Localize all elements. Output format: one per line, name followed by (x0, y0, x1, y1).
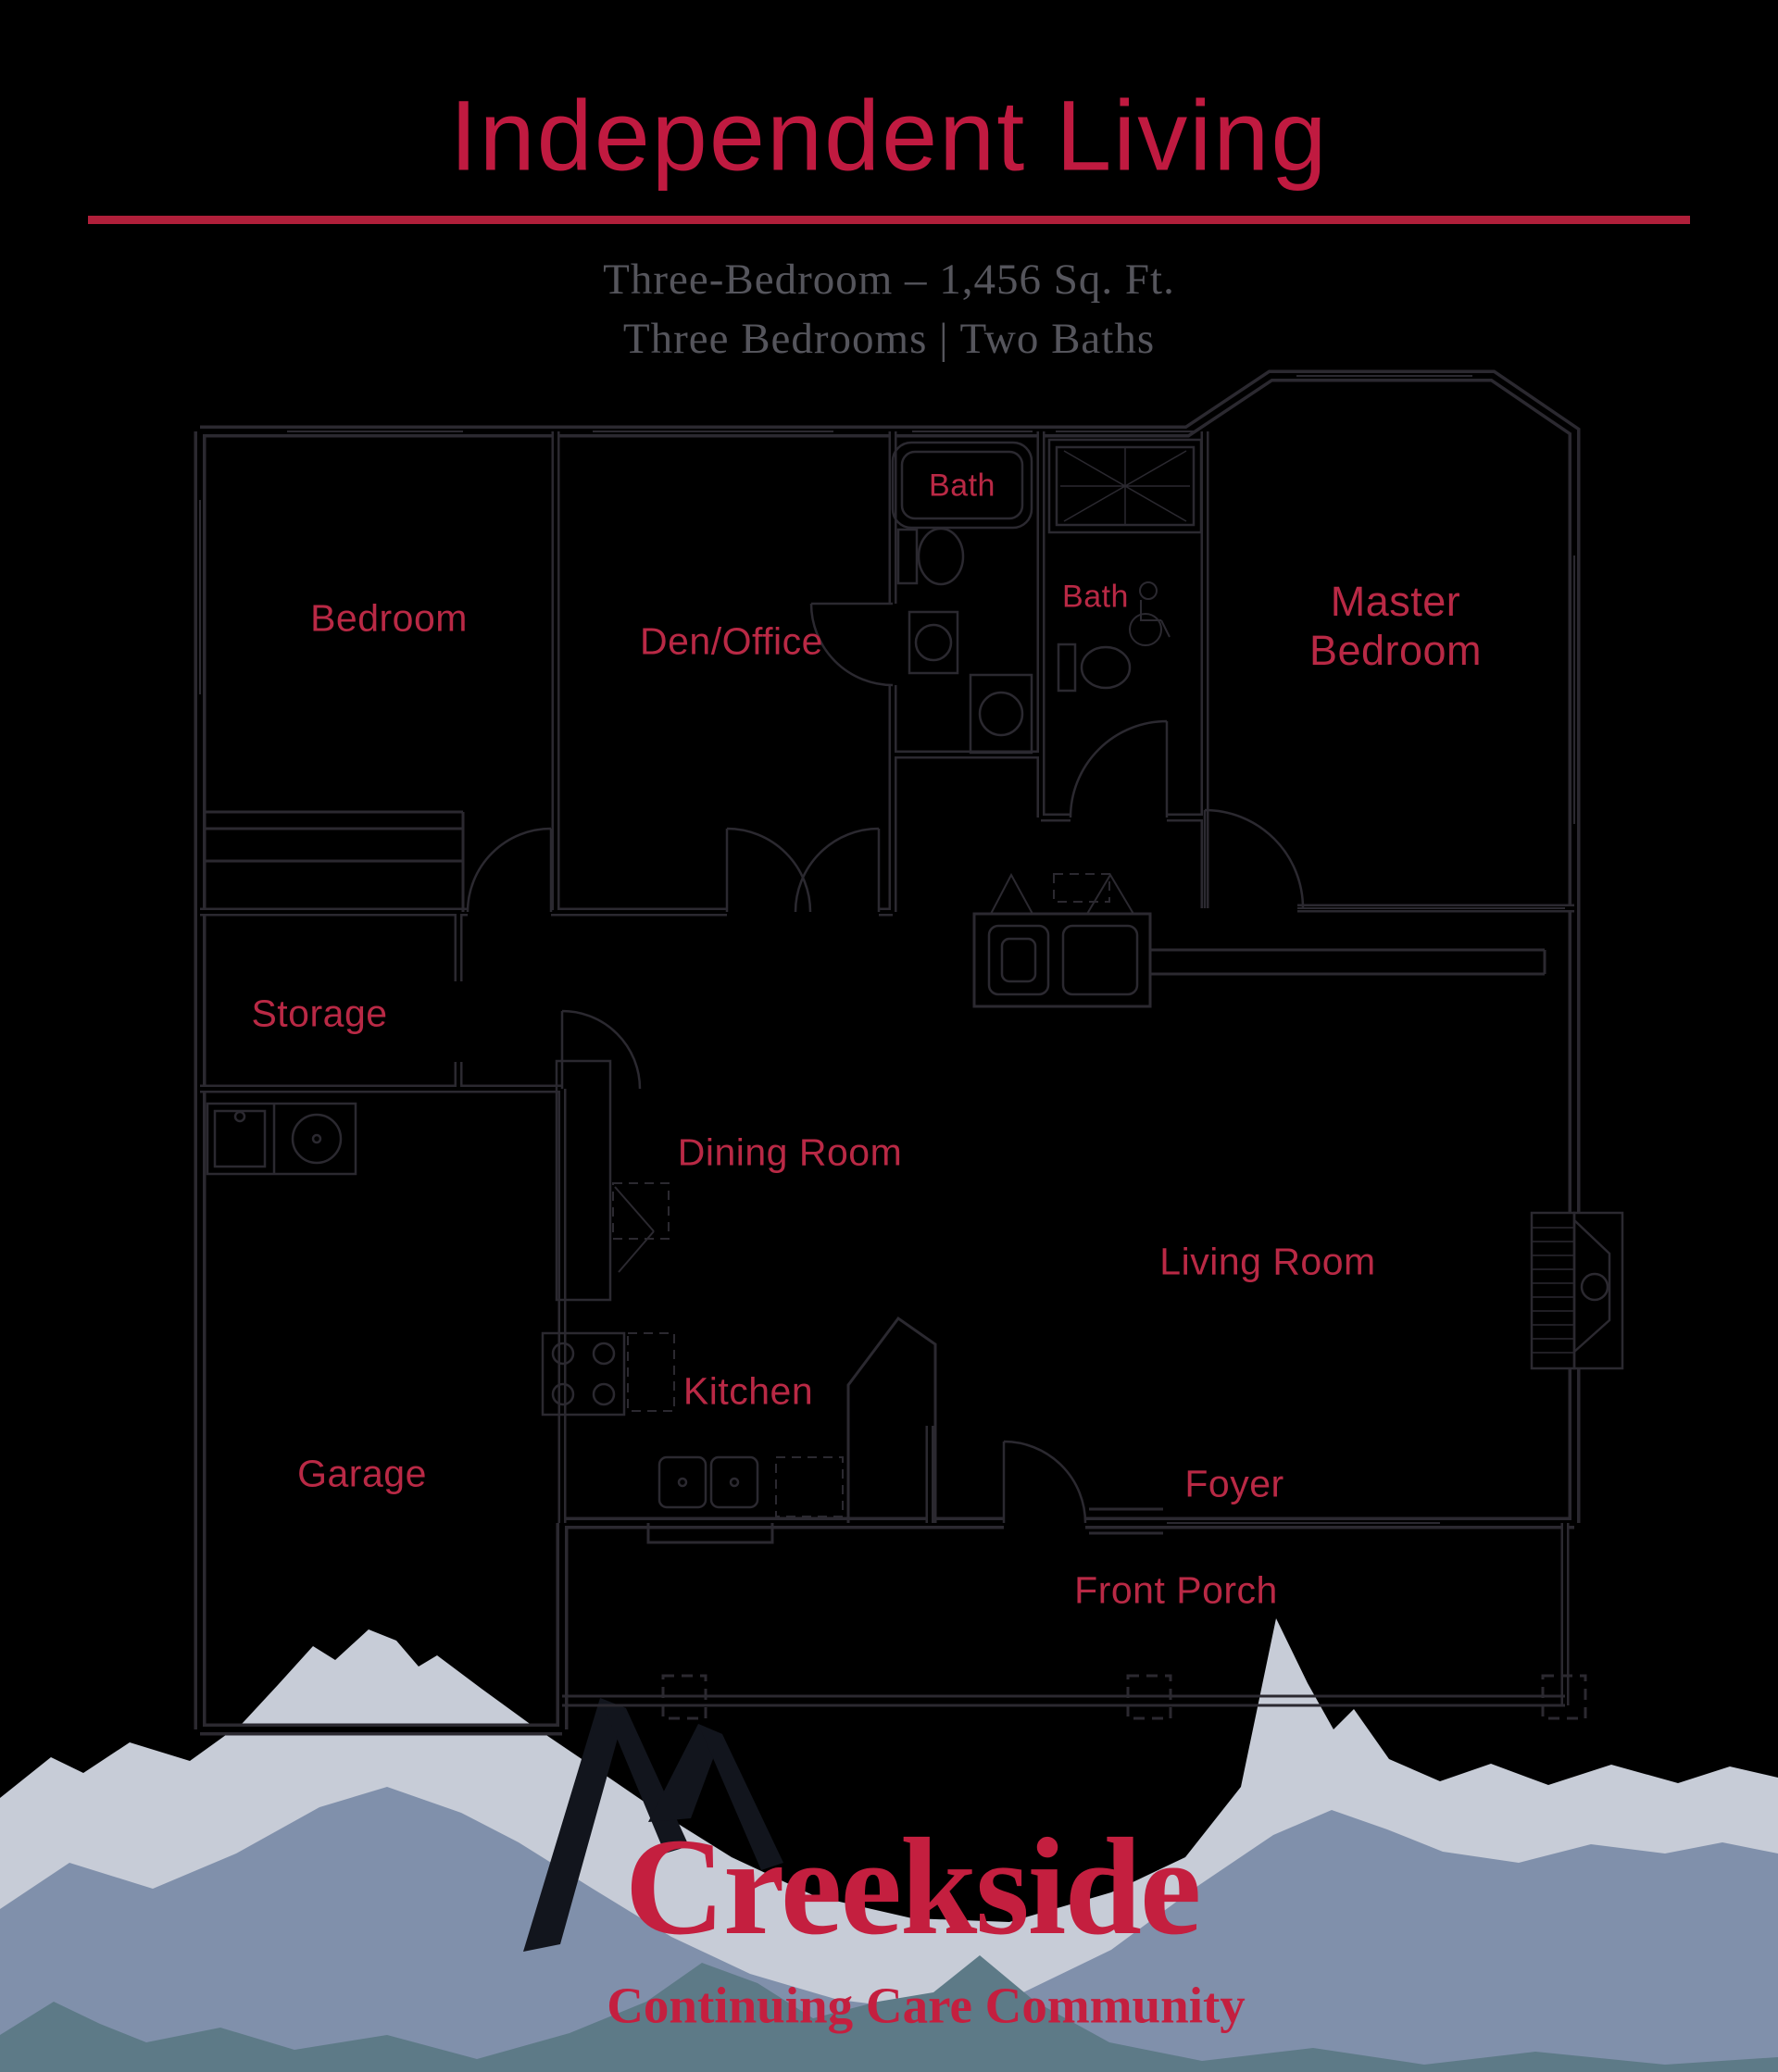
shower (1047, 438, 1203, 534)
room-label-hall-bath: Bath (929, 468, 995, 504)
title-divider (88, 216, 1690, 224)
master-label-line1: Master (1330, 577, 1461, 625)
refrigerator (627, 1332, 675, 1412)
room-label-garage: Garage (297, 1452, 427, 1495)
logo-mountain-icon (523, 1698, 783, 1952)
wheelchair-accessible-icon (1129, 581, 1171, 646)
page-title: Independent Living (449, 79, 1329, 192)
room-label-front-porch: Front Porch (1074, 1568, 1278, 1612)
master-label-line2: Bedroom (1308, 627, 1483, 674)
beds-baths-subtitle: Three Bedrooms | Two Baths (622, 315, 1156, 363)
laundry-sink (206, 1102, 357, 1176)
room-label-dining-room: Dining Room (677, 1130, 903, 1174)
room-label-living-room: Living Room (1159, 1240, 1376, 1283)
room-label-foyer: Foyer (1184, 1462, 1284, 1505)
room-label-storage: Storage (251, 992, 388, 1035)
kitchen-sink (657, 1455, 759, 1509)
plan-size-subtitle: Three-Bedroom – 1,456 Sq. Ft. (603, 256, 1175, 304)
hall-closet-builtins (972, 872, 1152, 1008)
brand-name: Creekside (624, 1810, 1202, 1964)
room-label-den-office: Den/Office (640, 619, 823, 663)
room-label-kitchen: Kitchen (682, 1369, 814, 1413)
room-label-master-bath: Bath (1062, 579, 1129, 615)
brand-tagline: Continuing Care Community (607, 1977, 1246, 2034)
stove (541, 1331, 626, 1417)
porch-posts (661, 1674, 1587, 1720)
room-label-bedroom: Bedroom (310, 596, 468, 640)
kitchen-cabinets (555, 1059, 670, 1302)
bathtub (891, 441, 1033, 530)
fireplace (1530, 1211, 1624, 1370)
vanity-sinks (908, 610, 1033, 755)
dishwasher (775, 1456, 844, 1517)
toilet-hall-bath (896, 527, 965, 586)
toilet-master-bath (1057, 643, 1132, 693)
